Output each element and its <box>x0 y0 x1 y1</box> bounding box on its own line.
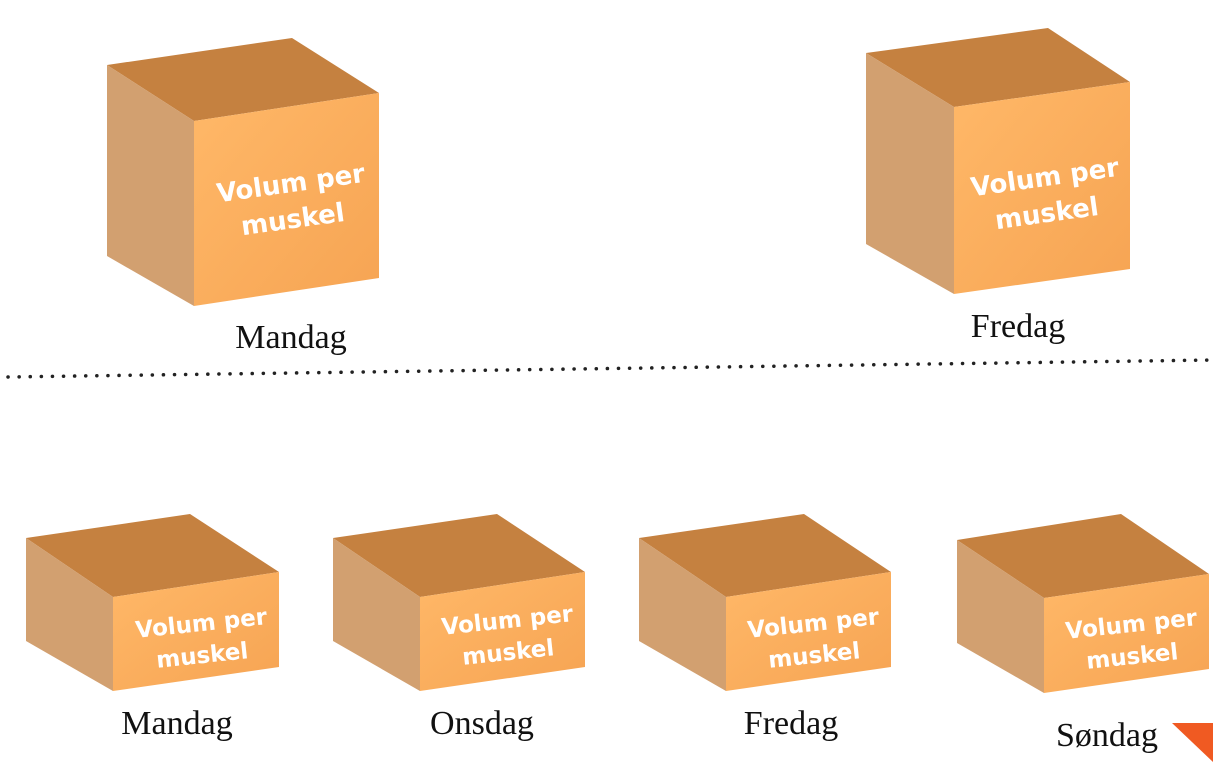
box-front-face <box>1044 574 1209 693</box>
box-left-face <box>107 65 194 306</box>
corner-triangle-marker <box>1172 723 1213 762</box>
day-label-bottom-sondag: Søndag <box>1056 717 1158 754</box>
volume-box-bottom-sondag: Volum per muskel <box>957 514 1209 693</box>
volume-box-top-mandag: Volum per muskel <box>107 38 379 306</box>
box-top-face <box>957 514 1209 598</box>
box-front-face <box>420 572 585 691</box>
day-label-top-fredag: Fredag <box>971 308 1065 345</box>
day-label-bottom-fredag: Fredag <box>744 705 838 742</box>
box-left-face <box>639 538 726 691</box>
box-top-face <box>26 514 279 597</box>
volume-box-bottom-onsdag: Volum per muskel <box>333 514 585 691</box>
day-label-bottom-onsdag: Onsdag <box>430 705 534 742</box>
box-top-face <box>333 514 585 597</box>
box-top-face <box>639 514 891 597</box>
box-left-face <box>866 53 954 294</box>
box-front-face <box>726 572 891 691</box>
box-front-face <box>113 572 279 691</box>
box-left-face <box>333 538 420 691</box>
box-front-face <box>194 93 379 306</box>
box-top-face <box>866 28 1130 107</box>
volume-box-bottom-fredag: Volum per muskel <box>639 514 891 691</box>
box-front-face <box>954 82 1130 294</box>
box-left-face <box>957 540 1044 693</box>
day-label-bottom-mandag: Mandag <box>121 705 232 742</box>
box-left-face <box>26 538 113 691</box>
box-top-face <box>107 38 379 121</box>
day-label-top-mandag: Mandag <box>235 319 346 356</box>
volume-box-top-fredag: Volum per muskel <box>866 28 1130 294</box>
dotted-divider <box>6 358 1213 379</box>
volume-box-bottom-mandag: Volum per muskel <box>26 514 279 691</box>
